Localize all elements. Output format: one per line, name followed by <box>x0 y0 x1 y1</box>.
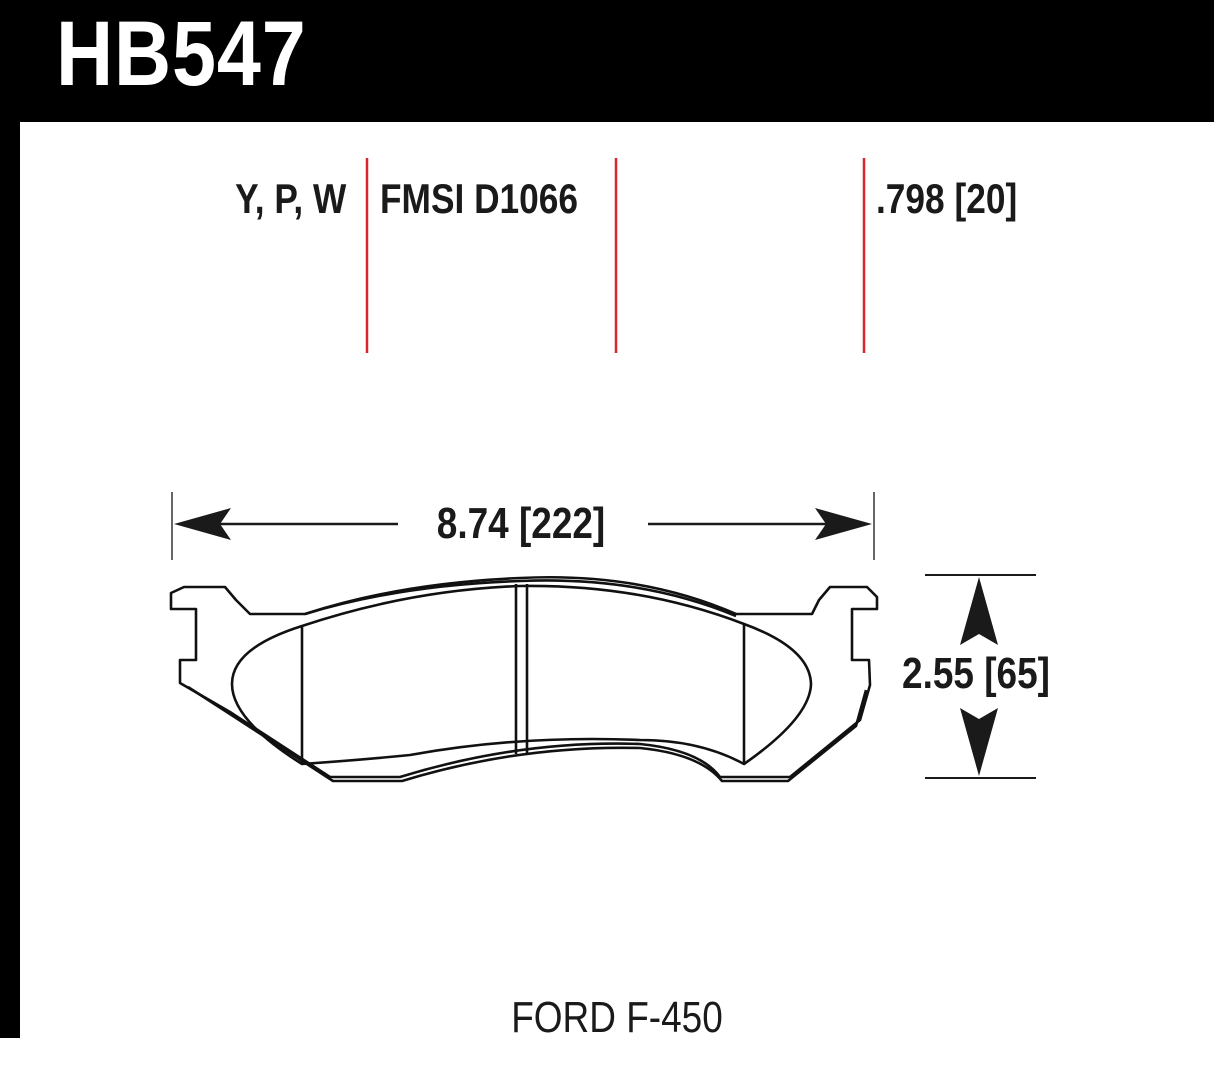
left-border-bar <box>0 0 20 1038</box>
double-horizontal-arrow-icon <box>171 492 875 560</box>
pad-thickness: .798 [20] <box>876 175 1018 222</box>
double-vertical-arrow-icon <box>925 574 1036 779</box>
brake-pad-outline-icon <box>169 575 879 783</box>
compound-codes: Y, P, W <box>234 175 346 222</box>
part-number-title: HB547 <box>56 3 307 105</box>
spec-dividers <box>365 158 866 353</box>
fmsi-number: FMSI D1066 <box>380 175 579 222</box>
vehicle-application: FORD F-450 <box>511 993 723 1042</box>
width-dimension-label: 8.74 [222] <box>428 502 614 546</box>
height-dimension-label: 2.55 [65] <box>898 652 1054 696</box>
header-bar <box>0 0 1214 122</box>
